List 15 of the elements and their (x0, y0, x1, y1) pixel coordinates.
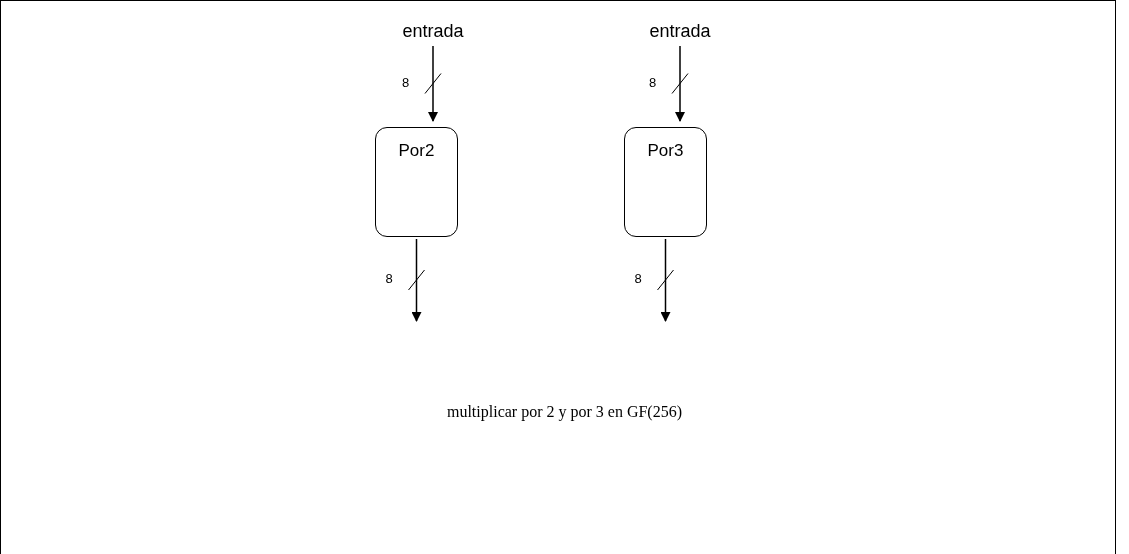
process-block (624, 127, 707, 237)
arrow (411, 238, 422, 322)
input-label: entrada (388, 20, 478, 43)
edge-label: 8 (648, 75, 658, 89)
block-label: Por3 (647, 140, 684, 162)
arrow (660, 238, 671, 322)
process-block (375, 127, 458, 237)
block-label: Por2 (398, 140, 435, 162)
arrow (675, 45, 685, 122)
input-label: entrada (635, 20, 725, 43)
edge-label: 8 (384, 272, 394, 285)
caption: multiplicar por 2 y por 3 en GF(256) (445, 402, 684, 423)
edge-label: 8 (401, 75, 411, 89)
edge-label: 8 (633, 272, 643, 285)
arrow (428, 45, 438, 122)
